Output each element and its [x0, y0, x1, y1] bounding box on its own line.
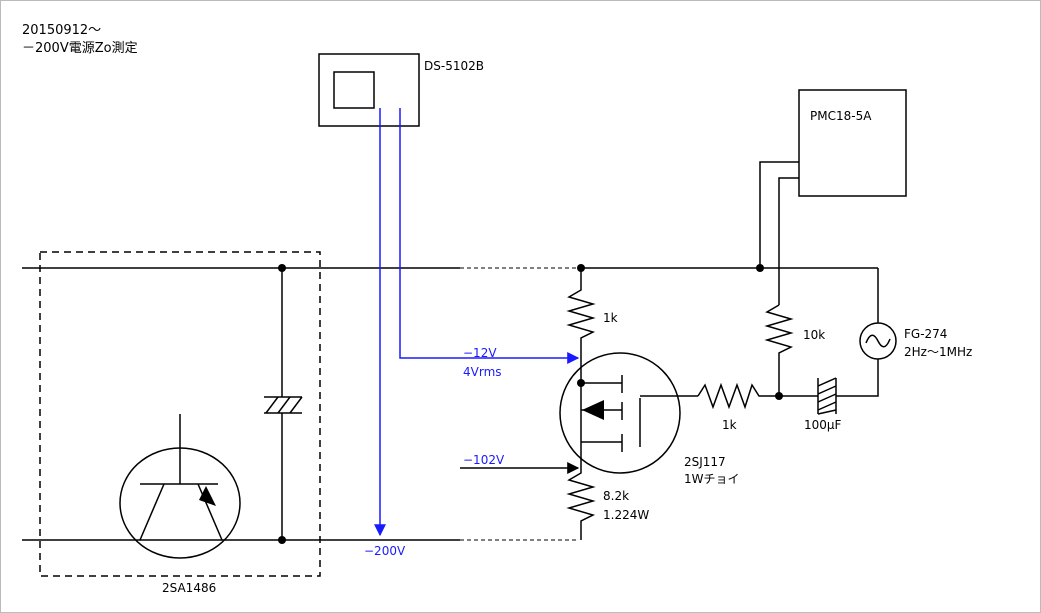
header-date: 20150912～ [22, 23, 101, 38]
capacitor-label: 100μF [804, 418, 842, 432]
source-voltage-label: −102V [463, 453, 505, 467]
transistor-label: 2SA1486 [162, 581, 216, 595]
coupling-capacitor [817, 377, 837, 415]
drain-resistor-label: 1k [603, 311, 618, 325]
pmc-resistor-label: 10k [803, 328, 825, 342]
drain-resistor [566, 268, 596, 383]
cap-to-generator-wire [836, 359, 879, 397]
oscilloscope [318, 53, 420, 127]
ac-level-label: 4Vrms [463, 365, 502, 379]
drain-voltage-label: −12V [463, 346, 497, 360]
header-title: －200V電源Zo測定 [22, 41, 138, 56]
pmc-resistor [764, 304, 794, 396]
oscilloscope-label: DS-5102B [424, 59, 484, 73]
source-resistor-power: 1.224W [603, 508, 649, 522]
mosfet-note: 1Wチョイ [684, 472, 740, 486]
gate-resistor-label: 1k [722, 418, 737, 432]
power-supply-lead-2 [778, 177, 799, 305]
supply-voltage-label: −200V [364, 544, 406, 558]
power-supply-lead-1 [759, 161, 799, 268]
source-resistor-value: 8.2k [603, 489, 629, 503]
source-resistor [566, 465, 596, 540]
power-supply-box [798, 89, 907, 197]
box-capacitor [264, 396, 303, 414]
junction-dot [278, 536, 286, 544]
mosfet-symbol [559, 352, 681, 474]
generator-range: 2Hz～1MHz [904, 345, 972, 359]
mosfet-label: 2SJ117 [684, 455, 726, 469]
function-generator-symbol [859, 322, 897, 360]
transistor-enclosure [39, 251, 321, 577]
junction-dot [756, 264, 764, 272]
generator-name: FG-274 [904, 327, 947, 341]
power-supply-label: PMC18-5A [810, 109, 872, 123]
pnp-transistor-symbol [119, 414, 241, 559]
gate-resistor [697, 382, 818, 410]
probe-wire-drain [399, 108, 580, 364]
junction-dot [278, 264, 286, 272]
